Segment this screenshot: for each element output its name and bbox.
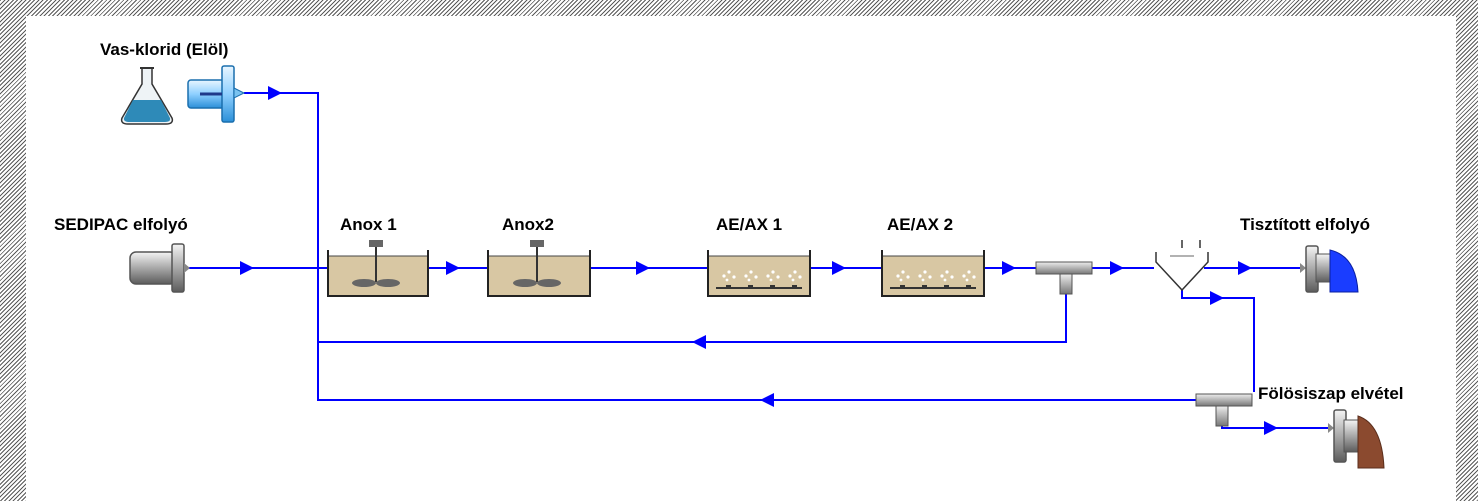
- arrow: [636, 261, 650, 275]
- pump-icon[interactable]: [187, 65, 246, 123]
- influent-pipe-icon[interactable]: [129, 243, 190, 293]
- arrow: [240, 261, 254, 275]
- label-aeax1: AE/AX 1: [716, 215, 782, 234]
- aeax2-tank[interactable]: [881, 250, 985, 297]
- mixer-icon: [352, 240, 400, 287]
- arrow: [1110, 261, 1124, 275]
- sludge-pipe-icon[interactable]: [1328, 409, 1385, 469]
- label-iron-chloride: Vas-klorid (Elöl): [100, 40, 228, 59]
- arrow: [446, 261, 460, 275]
- waste-splitter-icon[interactable]: [1195, 393, 1253, 427]
- mixer-icon: [513, 240, 561, 287]
- arrow: [268, 86, 282, 100]
- effluent-pipe-icon[interactable]: [1300, 245, 1359, 293]
- arrow: [1238, 261, 1252, 275]
- clarifier-icon[interactable]: [1155, 240, 1209, 292]
- label-aeax2: AE/AX 2: [887, 215, 953, 234]
- arrow: [832, 261, 846, 275]
- flow-arrows: [240, 86, 1278, 435]
- label-effluent: Tisztított elfolyó: [1240, 215, 1370, 234]
- flask-icon[interactable]: [120, 67, 174, 125]
- anox2-tank[interactable]: [487, 240, 591, 297]
- label-influent: SEDIPAC elfolyó: [54, 215, 188, 234]
- aeax1-tank[interactable]: [707, 250, 811, 297]
- arrow: [692, 335, 706, 349]
- label-anox1: Anox 1: [340, 215, 397, 234]
- arrow: [760, 393, 774, 407]
- arrow: [1210, 291, 1224, 305]
- splitter-icon[interactable]: [1035, 261, 1093, 295]
- aerator-icon: [890, 270, 976, 289]
- anox1-tank[interactable]: [327, 240, 429, 297]
- aerator-icon: [716, 270, 802, 289]
- label-waste-sludge: Fölösiszap elvétel: [1258, 384, 1404, 403]
- label-anox2: Anox2: [502, 215, 554, 234]
- arrow: [1264, 421, 1278, 435]
- arrow: [1002, 261, 1016, 275]
- internal-recycle-line[interactable]: [318, 292, 1067, 343]
